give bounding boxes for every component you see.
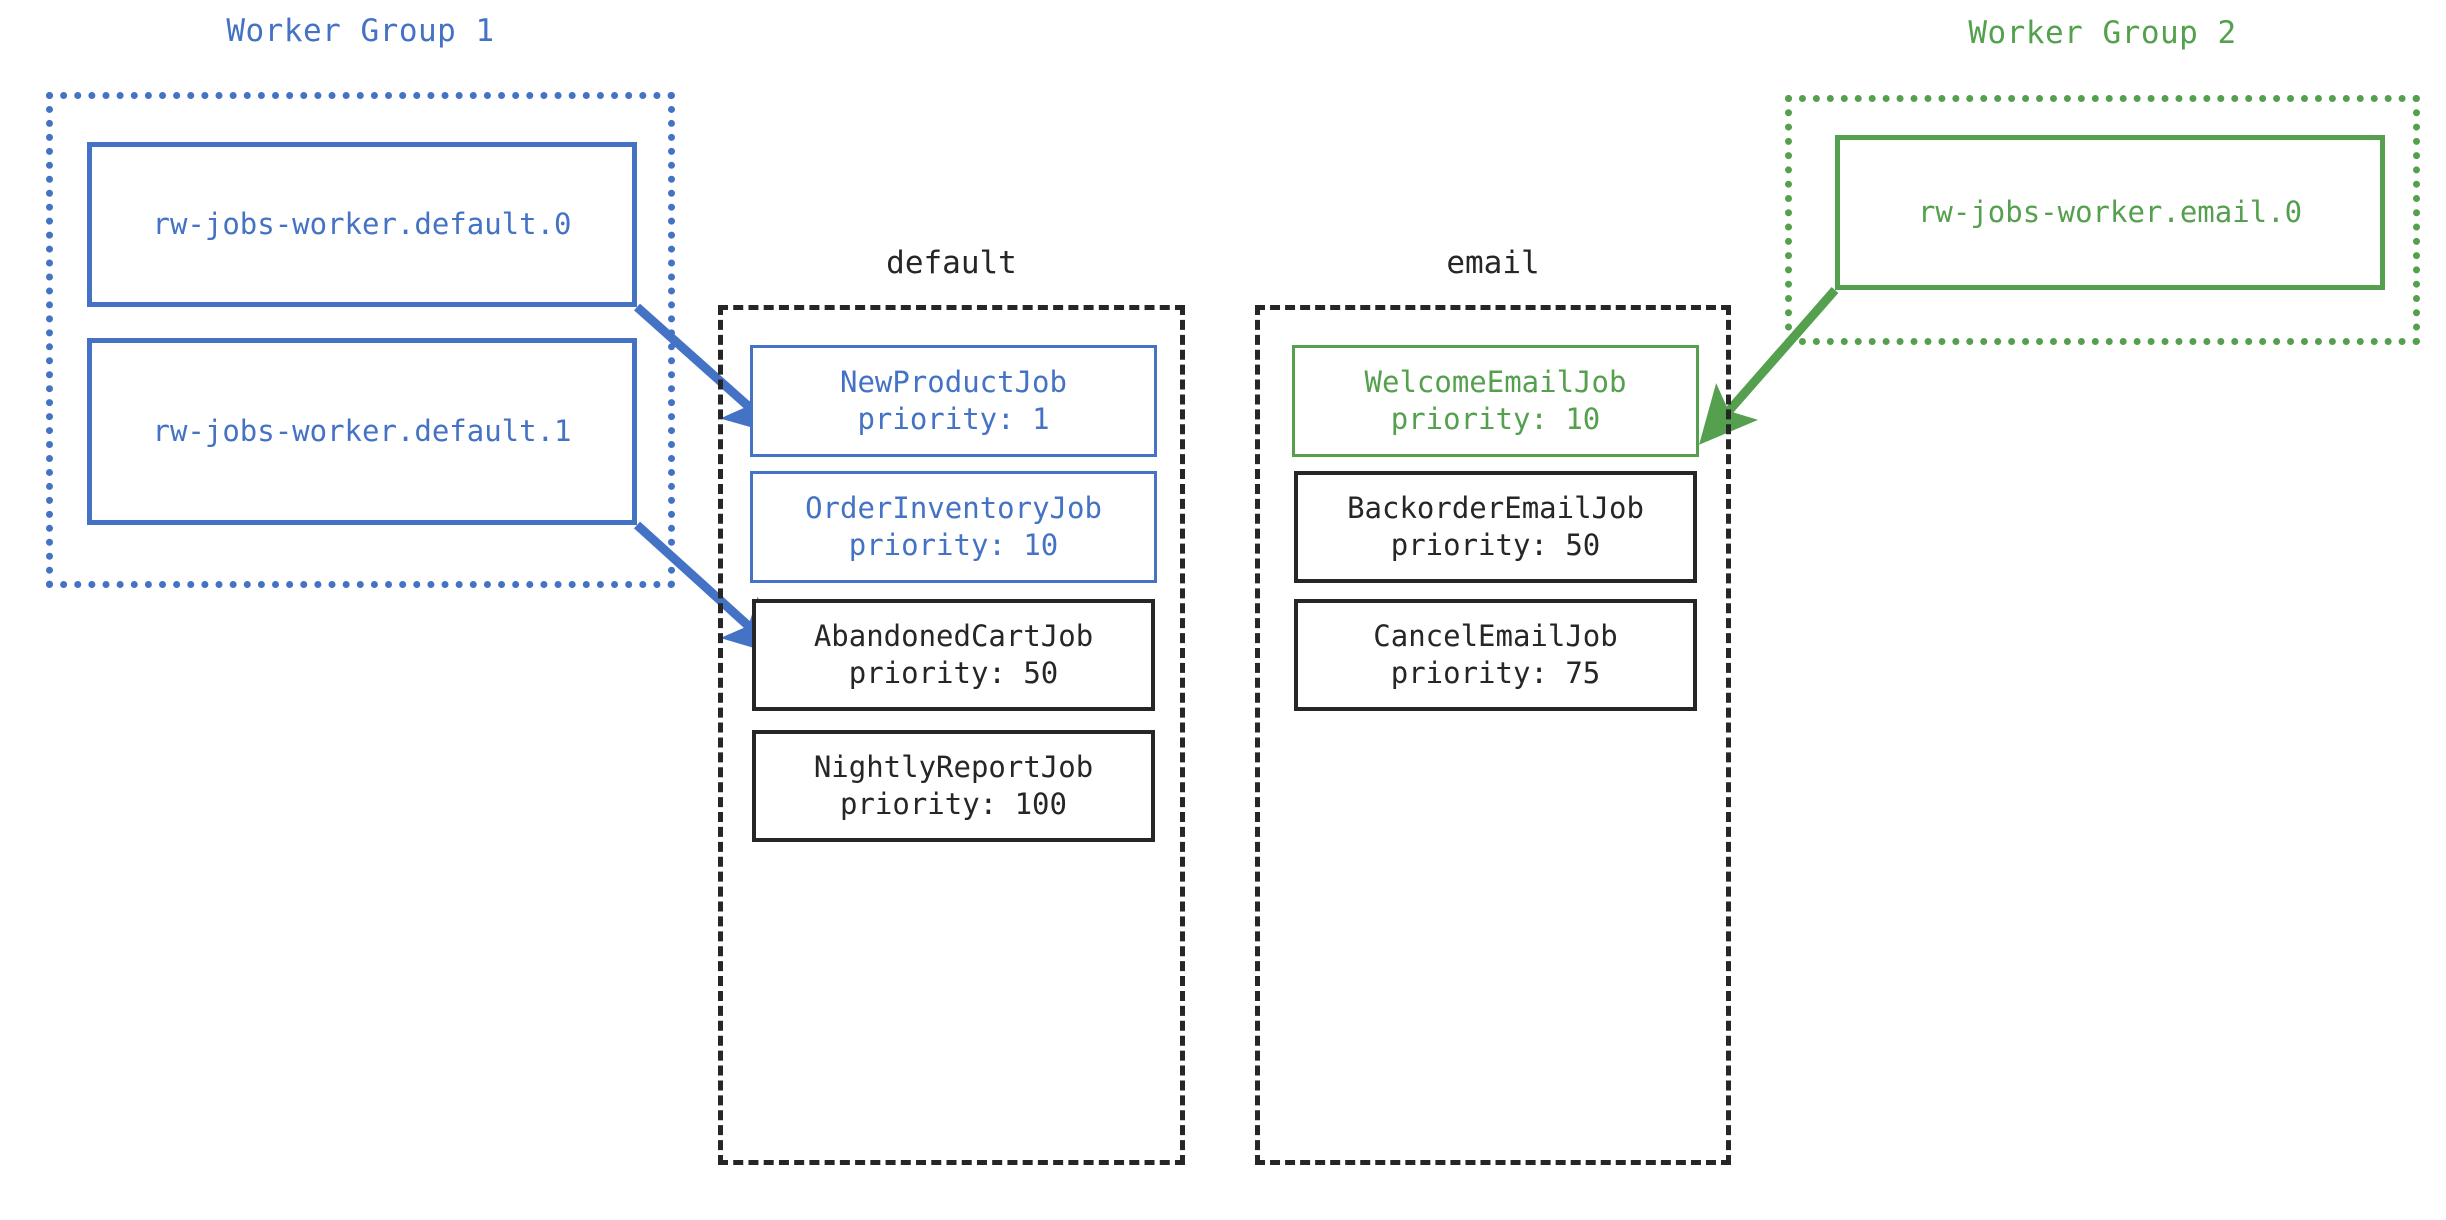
job-priority: priority: 10: [1390, 402, 1601, 436]
worker-node-label: rw-jobs-worker.default.1: [152, 413, 572, 448]
job-node-welcomeemailjob[interactable]: WelcomeEmailJob priority: 10: [1292, 345, 1699, 457]
worker-node-label: rw-jobs-worker.default.0: [152, 206, 572, 241]
worker-node-label: rw-jobs-worker.email.0: [1917, 194, 2303, 229]
queue-label-email: email: [1446, 245, 1540, 281]
job-priority: priority: 100: [840, 787, 1067, 821]
job-priority: priority: 10: [848, 528, 1059, 562]
worker-group-2-container: [1785, 95, 2420, 345]
worker-group-1-label: Worker Group 1: [226, 13, 495, 49]
job-name: CancelEmailJob: [1373, 618, 1618, 653]
job-node-newproductjob[interactable]: NewProductJob priority: 1: [750, 345, 1157, 457]
worker-node-email-0[interactable]: rw-jobs-worker.email.0: [1835, 135, 2385, 290]
job-priority: priority: 50: [1390, 528, 1601, 562]
job-node-orderinventoryjob[interactable]: OrderInventoryJob priority: 10: [750, 471, 1157, 583]
queue-container-default: [718, 305, 1185, 1165]
worker-node-default-0[interactable]: rw-jobs-worker.default.0: [87, 142, 637, 307]
job-priority: priority: 75: [1390, 656, 1601, 690]
worker-group-1-container: [46, 92, 675, 588]
job-node-abandonedcartjob[interactable]: AbandonedCartJob priority: 50: [752, 599, 1155, 711]
job-node-backorderemailjob[interactable]: BackorderEmailJob priority: 50: [1294, 471, 1697, 583]
queue-container-email: [1255, 305, 1731, 1165]
job-priority: priority: 50: [848, 656, 1059, 690]
job-node-cancelemailjob[interactable]: CancelEmailJob priority: 75: [1294, 599, 1697, 711]
job-name: NewProductJob: [840, 364, 1067, 399]
worker-group-2-label: Worker Group 2: [1968, 15, 2237, 51]
job-name: NightlyReportJob: [813, 749, 1094, 784]
job-name: AbandonedCartJob: [813, 618, 1094, 653]
worker-node-default-1[interactable]: rw-jobs-worker.default.1: [87, 338, 637, 525]
job-name: BackorderEmailJob: [1347, 490, 1644, 525]
job-node-nightlyreportjob[interactable]: NightlyReportJob priority: 100: [752, 730, 1155, 842]
job-name: OrderInventoryJob: [805, 490, 1102, 525]
job-priority: priority: 1: [857, 402, 1050, 436]
queue-label-default: default: [886, 245, 1017, 281]
job-name: WelcomeEmailJob: [1364, 364, 1627, 399]
